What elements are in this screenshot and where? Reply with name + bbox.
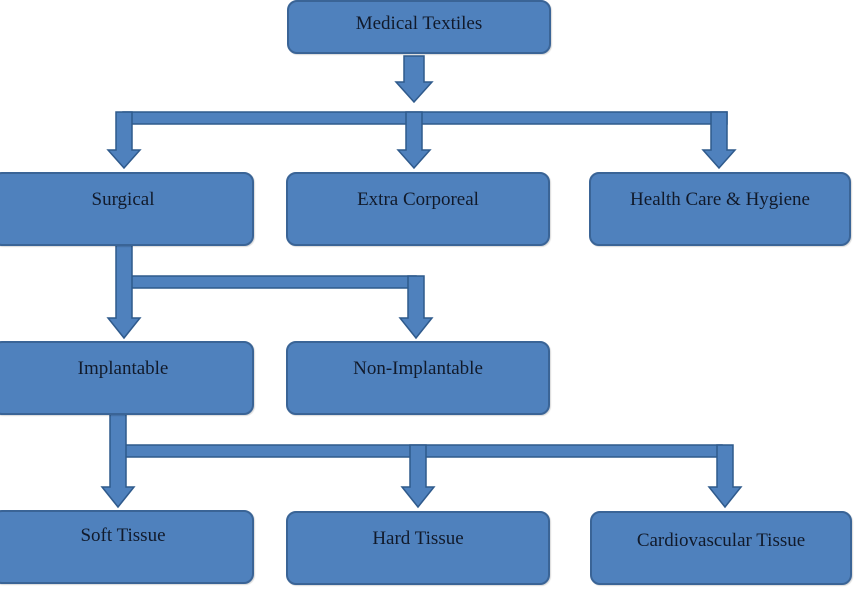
node-implantable: Implantable bbox=[0, 341, 254, 415]
node-extra-corporeal: Extra Corporeal bbox=[286, 172, 550, 246]
node-label: Soft Tissue bbox=[80, 525, 166, 546]
node-surgical: Surgical bbox=[0, 172, 254, 246]
node-medical-textiles: Medical Textiles bbox=[287, 0, 551, 54]
arrow-to-non-implantable bbox=[398, 275, 434, 340]
node-soft-tissue: Soft Tissue bbox=[0, 510, 254, 584]
node-health-care-hygiene: Health Care & Hygiene bbox=[589, 172, 851, 246]
node-cardiovascular-tissue: Cardiovascular Tissue bbox=[590, 511, 852, 585]
bar-level-1 bbox=[122, 111, 728, 125]
arrow-to-extra-corporeal bbox=[396, 111, 432, 170]
node-label: Extra Corporeal bbox=[357, 189, 479, 210]
node-label: Hard Tissue bbox=[372, 528, 464, 549]
node-label: Health Care & Hygiene bbox=[630, 189, 810, 210]
arrow-root-down bbox=[394, 55, 434, 104]
node-label: Non-Implantable bbox=[353, 358, 483, 379]
arrow-to-soft-tissue bbox=[100, 413, 136, 509]
arrow-to-hard-tissue bbox=[400, 444, 436, 509]
node-label: Medical Textiles bbox=[355, 13, 483, 34]
node-hard-tissue: Hard Tissue bbox=[286, 511, 550, 585]
arrow-to-implantable bbox=[106, 244, 142, 340]
node-label: Implantable bbox=[77, 358, 169, 379]
arrow-to-health-care bbox=[701, 111, 737, 170]
bar-surgical-branch bbox=[123, 275, 417, 289]
node-label: Surgical bbox=[91, 189, 155, 210]
node-non-implantable: Non-Implantable bbox=[286, 341, 550, 415]
node-label: Cardiovascular Tissue bbox=[636, 530, 806, 551]
arrow-to-cardiovascular-tissue bbox=[707, 444, 743, 509]
arrow-to-surgical bbox=[106, 111, 142, 170]
